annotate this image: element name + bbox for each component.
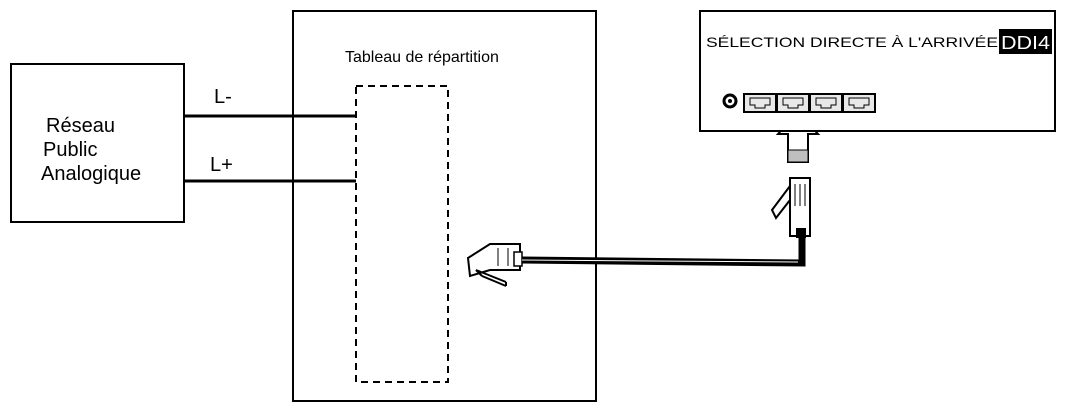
- wire-l-plus-label: L+: [210, 154, 233, 176]
- panel-rj-plug: [466, 243, 523, 287]
- network-label-line1: Réseau: [46, 115, 115, 137]
- rj-port-2[interactable]: [776, 93, 810, 113]
- wire-l-minus-label: L-: [214, 86, 232, 108]
- rj-port-1[interactable]: [743, 93, 777, 113]
- module-badge: DDI4: [1001, 33, 1050, 53]
- rj-port-4[interactable]: [842, 93, 876, 113]
- module-rj-plug: [770, 177, 811, 238]
- terminal-block-dashed: [355, 85, 449, 383]
- module-title: SÉLECTION DIRECTE À L'ARRIVÉE: [706, 34, 998, 50]
- line-wires: L- L+: [184, 86, 356, 183]
- network-label-line3: Analogique: [41, 163, 141, 185]
- public-network-box: Réseau Public Analogique: [10, 63, 185, 223]
- network-label-line2: Public: [43, 139, 97, 161]
- distribution-panel: Tableau de répartition: [292, 10, 597, 402]
- module-badge-bg: [999, 29, 1052, 54]
- port-strip: [743, 93, 876, 113]
- rj-port-3[interactable]: [809, 93, 843, 113]
- panel-title: Tableau de répartition: [345, 49, 499, 66]
- ddi-module: SÉLECTION DIRECTE À L'ARRIVÉE DDI4: [699, 10, 1056, 132]
